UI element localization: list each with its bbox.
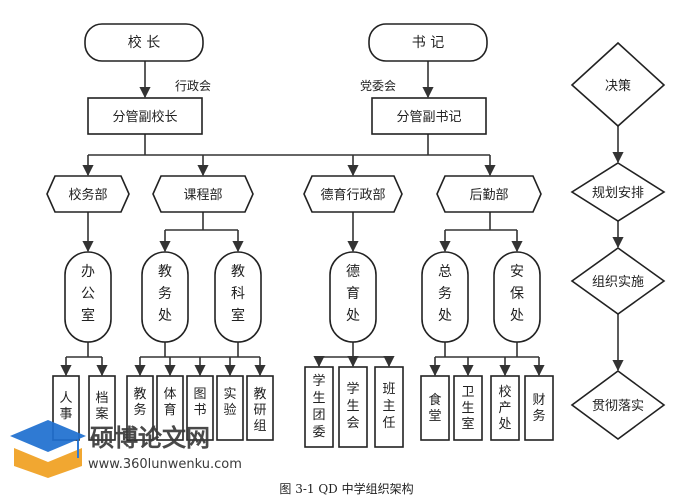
unit-clinic-label: 卫生室 xyxy=(461,385,474,432)
dept-curriculum-box xyxy=(152,175,254,213)
unit-library-box xyxy=(186,375,214,441)
admin-meeting-label: 行政会 xyxy=(175,79,211,93)
principal-label: 校 长 xyxy=(128,34,160,51)
unit-league-label: 学生团委 xyxy=(312,373,325,440)
unit-pe-box xyxy=(156,375,184,441)
secretary-box xyxy=(368,23,488,62)
teaching-office-box xyxy=(141,251,189,343)
watermark: 硕博论文网 www.360lunwenku.com xyxy=(10,420,242,478)
unit-lab-box xyxy=(216,375,244,441)
general-office-label: 总务处 xyxy=(438,264,452,324)
unit-industry-box xyxy=(490,375,520,441)
vice-principal-label: 分管副校长 xyxy=(112,109,177,125)
unit-teach-research-box xyxy=(246,375,274,441)
general-office-box xyxy=(421,251,469,343)
secretary-label: 书 记 xyxy=(412,35,444,51)
security-office-box xyxy=(493,251,541,343)
flow-execute-label: 贯彻落实 xyxy=(592,399,644,414)
unit-council-label: 学生会 xyxy=(346,381,359,431)
flow-implement-diamond xyxy=(570,247,666,315)
research-office-box xyxy=(214,251,262,343)
principal-box xyxy=(84,23,204,62)
unit-finance-label: 财务 xyxy=(532,393,545,424)
unit-canteen-box xyxy=(420,375,450,441)
unit-homeroom-label: 班主任 xyxy=(382,382,395,431)
flow-implement-label: 组织实施 xyxy=(592,275,644,290)
unit-archive-label: 档案 xyxy=(95,391,108,422)
flow-decision-diamond xyxy=(570,41,666,128)
office-label: 办公室 xyxy=(81,264,95,324)
unit-finance-box xyxy=(524,375,554,441)
party-meeting-label: 党委会 xyxy=(360,78,396,93)
moral-office-label: 德育处 xyxy=(346,264,360,324)
figure-caption: 图 3-1 QD 中学组织架构 xyxy=(279,482,414,496)
unit-library-label: 图书 xyxy=(193,387,206,418)
flow-plan-diamond xyxy=(570,162,666,222)
unit-lab-label: 实验 xyxy=(223,387,236,418)
dept-curriculum-label: 课程部 xyxy=(183,188,222,203)
research-office-label: 教科室 xyxy=(231,264,245,324)
vice-secretary-box xyxy=(371,97,487,135)
security-office-label: 安保处 xyxy=(510,264,524,324)
dept-logistics-box xyxy=(436,175,542,213)
unit-archive-box xyxy=(88,375,116,441)
unit-clinic-box xyxy=(453,375,483,441)
graduation-cap-icon xyxy=(10,420,86,478)
flow-decision-label: 决策 xyxy=(605,78,631,94)
unit-canteen-label: 食堂 xyxy=(428,392,441,424)
flow-plan-label: 规划安排 xyxy=(592,186,644,201)
dept-logistics-label: 后勤部 xyxy=(469,188,508,203)
unit-pe-label: 体育 xyxy=(163,387,176,418)
unit-industry-label: 校产处 xyxy=(498,384,511,432)
unit-homeroom-box xyxy=(374,366,404,448)
moral-office-box xyxy=(329,251,377,343)
flow-execute-diamond xyxy=(570,370,666,440)
watermark-name: 硕博论文网 xyxy=(90,424,210,452)
office-box xyxy=(64,251,112,343)
unit-council-box xyxy=(338,366,368,448)
dept-moral-box xyxy=(303,175,403,213)
vice-principal-box xyxy=(87,97,203,135)
unit-league-box xyxy=(304,366,334,448)
unit-academic-box xyxy=(126,375,154,441)
unit-teach-research-label: 教研组 xyxy=(253,386,266,434)
dept-admin-label: 校务部 xyxy=(68,187,107,203)
dept-moral-label: 德育行政部 xyxy=(320,187,385,203)
watermark-url: www.360lunwenku.com xyxy=(88,457,242,472)
teaching-office-label: 教务处 xyxy=(158,264,172,324)
vice-secretary-label: 分管副书记 xyxy=(396,110,461,125)
unit-hr-label: 人事 xyxy=(59,391,72,422)
dept-admin-box xyxy=(46,175,130,213)
unit-academic-label: 教务 xyxy=(133,386,146,418)
